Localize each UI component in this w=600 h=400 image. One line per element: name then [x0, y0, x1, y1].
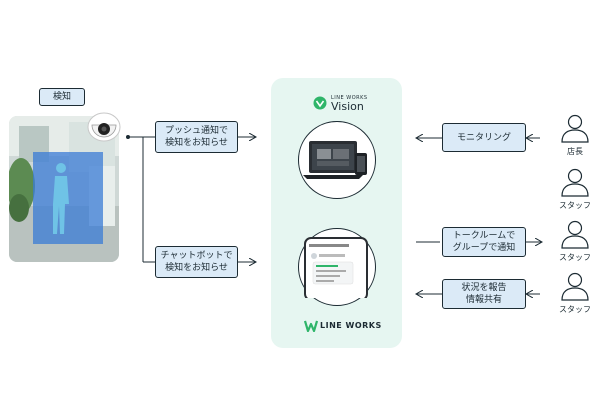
push-notification-box: プッシュ通知で 検知をお知らせ [155, 121, 238, 153]
talkroom-notification-box: トークルームで グループで通知 [442, 227, 526, 257]
person-label-staff-3: スタッフ [559, 305, 591, 314]
laptop-phone-icon [303, 141, 367, 179]
chat-screen-icon [304, 237, 368, 298]
person-label-staff-1: スタッフ [559, 201, 591, 210]
person-label-staff-2: スタッフ [559, 253, 591, 262]
monitoring-box: モニタリング [442, 123, 526, 152]
vision-logo-icon [313, 96, 327, 110]
staff-person-icon [561, 168, 589, 197]
lineworks-panel [271, 78, 402, 348]
staff-person-icon [561, 272, 589, 301]
staff-person-icon [561, 220, 589, 249]
vision-logo-brand: LINE WORKS [331, 95, 368, 101]
store-camera-photo [9, 116, 119, 262]
security-camera-icon [87, 112, 121, 142]
chatbot-notification-box: チャットボットで 検知をお知らせ [155, 246, 238, 278]
lineworks-logo-icon [304, 320, 318, 332]
person-label-manager: 店長 [567, 147, 583, 156]
lineworks-logo-text: LINE WORKS [320, 321, 382, 330]
vision-logo-product: Vision [331, 100, 364, 113]
status-report-box: 状況を報告 情報共有 [442, 279, 526, 309]
detection-label: 検知 [39, 88, 85, 106]
manager-person-icon [561, 114, 589, 143]
